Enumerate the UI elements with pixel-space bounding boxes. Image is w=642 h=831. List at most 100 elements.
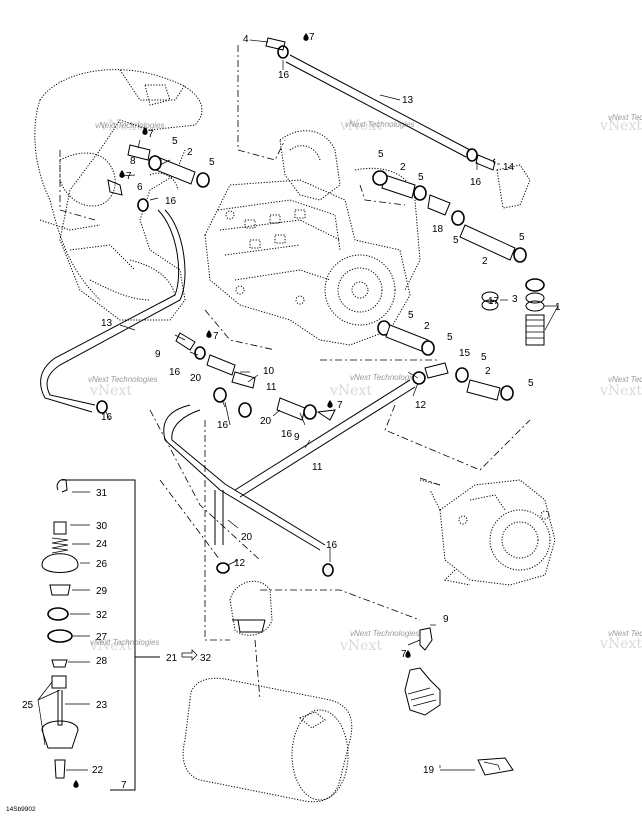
callout-13: 13 bbox=[402, 95, 414, 106]
fitting bbox=[51, 675, 67, 689]
callout-29: 29 bbox=[96, 586, 108, 597]
callout-32: 32 bbox=[200, 653, 212, 664]
watermark: vNext Technologies bbox=[345, 120, 415, 129]
spring-clip bbox=[56, 479, 68, 493]
callout-31: 31 bbox=[96, 488, 108, 499]
sealant-drop-icon bbox=[119, 170, 125, 178]
callout-16: 16 bbox=[326, 540, 338, 551]
callout-5: 5 bbox=[519, 232, 525, 243]
callout-9: 9 bbox=[294, 432, 300, 443]
callout-19: 19 bbox=[423, 765, 435, 776]
callout-12: 12 bbox=[234, 558, 246, 569]
callout-5: 5 bbox=[378, 149, 384, 160]
callout-16: 16 bbox=[278, 70, 290, 81]
water-box bbox=[229, 580, 273, 636]
callout-5: 5 bbox=[408, 310, 414, 321]
nipple-fitting bbox=[54, 759, 66, 779]
watermark: vNext Technologies bbox=[608, 113, 642, 122]
callout-7: 7 bbox=[309, 32, 315, 43]
callout-30: 30 bbox=[96, 521, 108, 532]
callout-10: 10 bbox=[263, 366, 275, 377]
sealant-drop-icon bbox=[493, 158, 496, 165]
sealant-icons bbox=[73, 33, 496, 788]
callout-7: 7 bbox=[121, 780, 127, 791]
watermark-shadow: vNext bbox=[329, 383, 372, 399]
callout-7: 7 bbox=[337, 400, 343, 411]
callout-2: 2 bbox=[424, 321, 430, 332]
watermark: vNext Technologies bbox=[88, 375, 158, 384]
watermark: vNext Technologies bbox=[608, 375, 642, 384]
callout-1: 1 bbox=[555, 302, 561, 313]
callout-7: 7 bbox=[126, 171, 132, 182]
sealant-drop-icon bbox=[405, 650, 411, 658]
diagram-id: 14Sb9902 bbox=[6, 806, 36, 813]
hose-segments bbox=[96, 37, 545, 577]
callout-15: 15 bbox=[459, 348, 471, 359]
watermark-shadow: vNext bbox=[599, 383, 642, 399]
callout-32: 32 bbox=[96, 610, 108, 621]
callout-2: 2 bbox=[400, 162, 406, 173]
callout-5: 5 bbox=[172, 136, 178, 147]
sealant-drop-icon bbox=[327, 400, 333, 408]
callout-16: 16 bbox=[169, 367, 181, 378]
callout-6: 6 bbox=[137, 182, 143, 193]
callout-26: 26 bbox=[96, 559, 108, 570]
watermark-shadow: vNext bbox=[339, 118, 382, 134]
callout-13: 13 bbox=[101, 318, 113, 329]
callout-14: 14 bbox=[503, 162, 515, 173]
diaphragm bbox=[41, 553, 79, 573]
watermark-shadow: vNext bbox=[599, 118, 642, 134]
connection-lines bbox=[59, 45, 531, 701]
hoses bbox=[40, 54, 471, 551]
callout-16: 16 bbox=[101, 412, 113, 423]
callout-11: 11 bbox=[266, 382, 277, 393]
muffler bbox=[182, 677, 353, 803]
callout-23: 23 bbox=[96, 700, 108, 711]
callout-27: 27 bbox=[96, 632, 108, 643]
exhaust-manifold bbox=[34, 69, 203, 321]
callout-28: 28 bbox=[96, 656, 108, 667]
callout-3: 3 bbox=[512, 294, 518, 305]
sealant-drop-icon bbox=[142, 127, 148, 135]
watermark-shadow: vNext bbox=[339, 638, 382, 654]
callout-5: 5 bbox=[418, 172, 424, 183]
spring bbox=[51, 537, 69, 554]
watermark-shadow: vNext bbox=[89, 638, 132, 654]
callout-5: 5 bbox=[481, 352, 487, 363]
callout-9: 9 bbox=[443, 614, 449, 625]
callout-25: 25 bbox=[22, 700, 34, 711]
stem bbox=[57, 690, 63, 726]
cap bbox=[53, 521, 67, 535]
sealant-drop-icon bbox=[303, 33, 309, 41]
callout-7: 7 bbox=[213, 331, 219, 342]
callout-2: 2 bbox=[482, 256, 488, 267]
valve-body bbox=[41, 720, 79, 749]
callout-16: 16 bbox=[217, 420, 229, 431]
callout-5: 5 bbox=[453, 235, 459, 246]
callout-11: 11 bbox=[312, 462, 323, 473]
callout-2: 2 bbox=[485, 366, 491, 377]
callout-20: 20 bbox=[190, 373, 202, 384]
callout-2: 2 bbox=[187, 147, 193, 158]
callout-18: 18 bbox=[432, 224, 444, 235]
watermark-shadow: vNext bbox=[89, 383, 132, 399]
callout-7: 7 bbox=[401, 649, 407, 660]
callout-9: 9 bbox=[155, 349, 161, 360]
callout-5: 5 bbox=[528, 378, 534, 389]
watermarks: vNext vNext Technologies vNext vNext Tec… bbox=[88, 113, 642, 654]
watermark: vNext Technologies bbox=[95, 121, 165, 130]
part-19 bbox=[440, 757, 514, 776]
callout-24: 24 bbox=[96, 539, 108, 550]
callout-12: 12 bbox=[415, 400, 427, 411]
jet-pump bbox=[419, 479, 556, 586]
callout-17: 17 bbox=[488, 296, 500, 307]
leader-lines bbox=[37, 39, 559, 771]
callout-labels: 4 7 16 13 7 8 5 2 5 7 6 16 5 2 5 16 14 1… bbox=[22, 32, 561, 791]
callout-5: 5 bbox=[447, 332, 453, 343]
callout-7: 7 bbox=[148, 129, 154, 140]
callout-16: 16 bbox=[281, 429, 293, 440]
callout-20: 20 bbox=[260, 416, 272, 427]
watermark: vNext Technologies bbox=[90, 638, 160, 647]
callout-21: 21 bbox=[166, 653, 178, 664]
